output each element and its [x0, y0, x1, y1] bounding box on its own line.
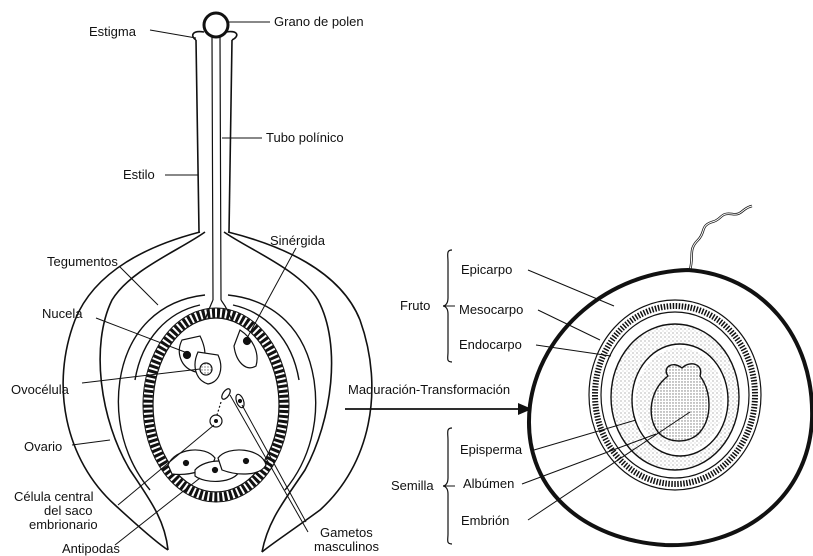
label-endocarpo: Endocarpo	[459, 338, 522, 351]
style-right	[229, 40, 232, 232]
label-maduracion: Maduración-Transformación	[348, 383, 510, 396]
pollen-tube	[212, 36, 221, 300]
label-estilo: Estilo	[123, 168, 155, 181]
pollen-grain	[204, 13, 228, 37]
label-ovocelula: Ovocélula	[11, 383, 69, 396]
label-mesocarpo: Mesocarpo	[459, 303, 523, 316]
label-estigma: Estigma	[89, 25, 136, 38]
braces	[443, 250, 452, 544]
label-epicarpo: Epicarpo	[461, 263, 512, 276]
label-semilla: Semilla	[391, 479, 434, 492]
label-embrion: Embrión	[461, 514, 509, 527]
label-grano-polen: Grano de polen	[274, 15, 364, 28]
style-left	[196, 40, 199, 232]
label-gametos-2: masculinos	[314, 540, 379, 553]
label-tubo-polinico: Tubo polínico	[266, 131, 344, 144]
label-tegumentos: Tegumentos	[47, 255, 118, 268]
fruit	[529, 206, 812, 545]
label-celula-central-2: del saco	[44, 504, 92, 517]
label-ovario: Ovario	[24, 440, 62, 453]
label-antipodas: Antipodas	[62, 542, 120, 555]
transformation-arrow	[345, 403, 532, 415]
label-sinergida: Sinérgida	[270, 234, 325, 247]
label-episperma: Episperma	[460, 443, 522, 456]
label-nucela: Nucela	[42, 307, 82, 320]
label-albumen: Albúmen	[463, 477, 514, 490]
label-celula-central-3: embrionario	[29, 518, 98, 531]
label-gametos-1: Gametos	[320, 526, 373, 539]
label-fruto: Fruto	[400, 299, 430, 312]
label-celula-central-1: Célula central	[14, 490, 94, 503]
